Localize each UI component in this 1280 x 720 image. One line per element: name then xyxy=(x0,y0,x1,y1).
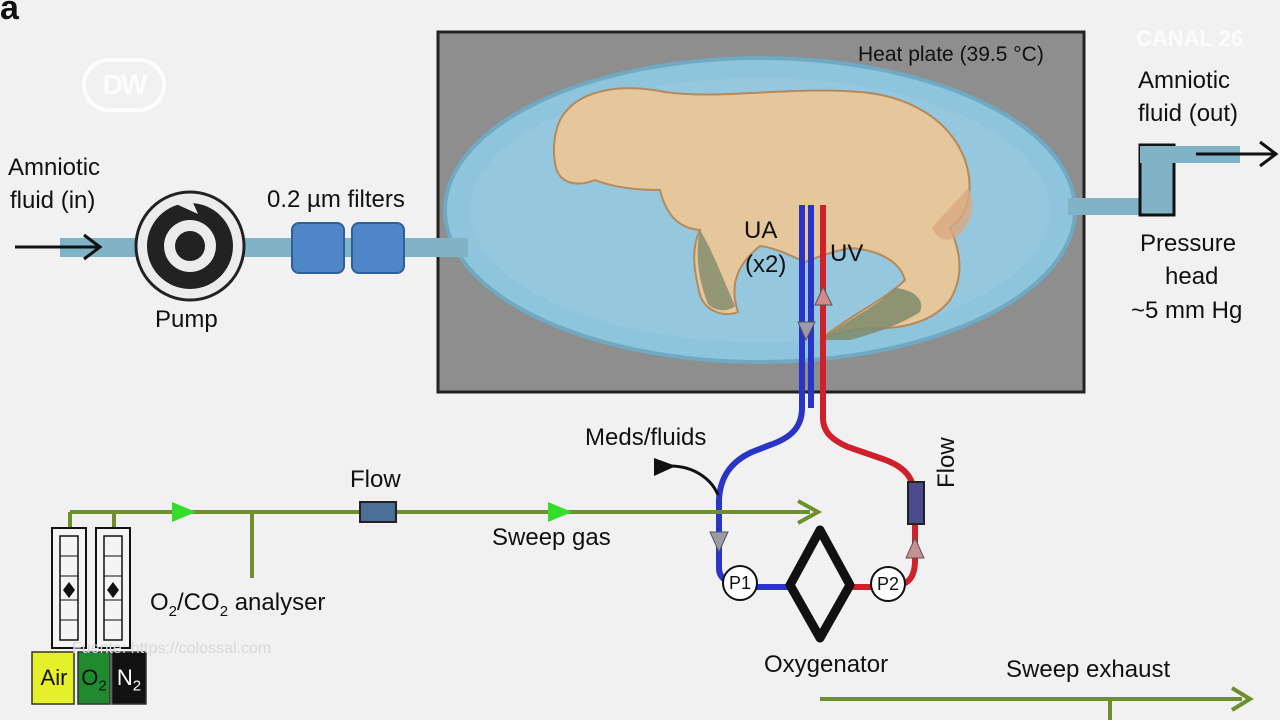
sweep-gas-arrow-1 xyxy=(172,502,196,522)
gas-air-label: Air xyxy=(40,665,68,690)
sweep-gas-label: Sweep gas xyxy=(492,524,611,551)
amniotic-in-label-2: fluid (in) xyxy=(10,187,96,214)
p2-label: P2 xyxy=(876,574,900,594)
ua-label: UA xyxy=(744,217,778,244)
filters-label: 0.2 µm filters xyxy=(267,186,405,213)
pressure-label-3: ~5 mm Hg xyxy=(1131,297,1243,324)
inflow-arrow xyxy=(15,233,103,261)
amniotic-out-label-2: fluid (out) xyxy=(1138,100,1239,127)
gas-regulator-2 xyxy=(95,512,131,649)
sweep-gas-arrow-2 xyxy=(548,502,572,522)
meds-arrowhead xyxy=(654,458,676,476)
sweep-exhaust-arrowhead xyxy=(1230,686,1254,712)
panel-label: a xyxy=(0,0,19,27)
umbilical-vein xyxy=(820,205,918,590)
inflow-tube xyxy=(60,238,468,257)
analyser-label: O2/CO2 analyser xyxy=(150,589,326,620)
oxygenator-label: Oxygenator xyxy=(764,651,889,678)
pump-p2 xyxy=(870,566,906,602)
p2-arrow xyxy=(905,536,925,559)
pump-label: Pump xyxy=(155,306,218,333)
source-caption: Fuente: https://colossal.com xyxy=(72,640,272,657)
gas-o2-box xyxy=(77,651,111,705)
circuit-flow-meter xyxy=(907,481,925,525)
ua-arrow xyxy=(797,321,816,342)
pressure-label-1: Pressure xyxy=(1140,230,1237,257)
pump-icon xyxy=(134,190,246,302)
circuit-flow-label: Flow xyxy=(933,437,960,488)
oxygenator xyxy=(785,525,855,643)
heat-plate-label: Heat plate (39.5 °C) xyxy=(858,43,1044,66)
sweep-gas-arrowhead xyxy=(797,499,823,525)
filter-1 xyxy=(291,222,345,274)
p1-arrow xyxy=(709,531,729,554)
dw-logo: DW xyxy=(82,58,166,112)
lamb-illustration xyxy=(552,87,973,341)
gas-flow-label: Flow xyxy=(350,466,401,493)
p1-label: P1 xyxy=(728,573,752,593)
canal-logo: CANAL 26 xyxy=(1136,26,1244,51)
gas-flow-meter xyxy=(359,501,397,523)
outflow-arrow xyxy=(1196,140,1279,168)
amniotic-in-label-1: Amniotic xyxy=(8,154,101,181)
meds-label: Meds/fluids xyxy=(585,424,707,451)
uv-arrow xyxy=(814,285,833,306)
gas-regulator-1 xyxy=(51,512,87,649)
outflow-tube xyxy=(1068,198,1148,215)
meds-line xyxy=(669,464,720,496)
gas-n2-label: N2 xyxy=(116,665,142,695)
ua-count-label: (x2) xyxy=(745,251,787,278)
gas-air-box xyxy=(31,651,75,705)
gas-n2-box xyxy=(111,651,147,705)
sweep-exhaust-label: Sweep exhaust xyxy=(1006,656,1171,683)
amniotic-out-label-1: Amniotic xyxy=(1138,67,1231,94)
pump-p1 xyxy=(722,565,758,601)
uv-label: UV xyxy=(830,240,864,267)
filter-2 xyxy=(351,222,405,274)
gas-o2-label: O2 xyxy=(81,665,107,695)
pressure-label-2: head xyxy=(1165,263,1219,290)
